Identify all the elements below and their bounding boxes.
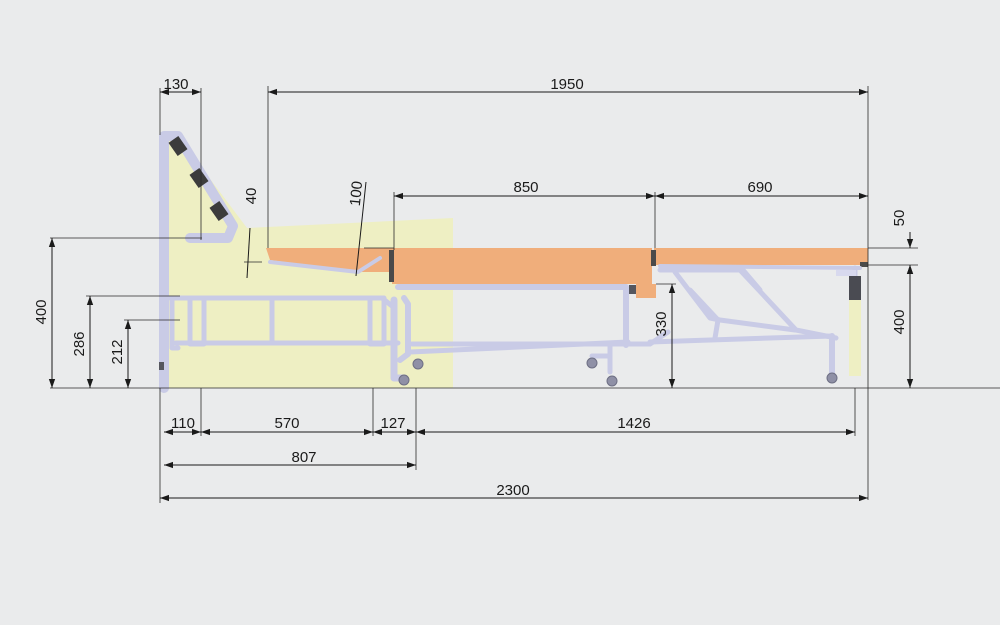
- dim-seat-depth: 570: [274, 415, 299, 432]
- castor-wheels: [398, 357, 838, 387]
- dim-base-height: 212: [109, 339, 126, 364]
- dim-side-offset: 110: [171, 415, 195, 432]
- dim-armrest-width: 130: [163, 76, 188, 93]
- dim-frame-height: 330: [653, 311, 670, 336]
- dim-total-length: 2300: [496, 482, 529, 499]
- dim-extension: 1426: [617, 415, 650, 432]
- dim-wedge: 100: [347, 180, 367, 207]
- dimension-lines: [48, 88, 914, 502]
- dim-bed-length: 1950: [550, 76, 583, 93]
- dim-small-gap: 40: [243, 188, 260, 205]
- dim-bed-height: 400: [891, 309, 908, 334]
- dim-foot-section: 690: [747, 179, 772, 196]
- mattress-edges: [389, 250, 868, 282]
- frame-joints: [159, 270, 861, 376]
- dim-folded-depth: 807: [291, 449, 316, 466]
- extension-lines: [50, 86, 1000, 503]
- backrest-pads: [168, 136, 229, 221]
- dim-backrest-height: 400: [33, 299, 50, 324]
- mattress: [266, 248, 868, 298]
- dim-head-section: 850: [513, 179, 538, 196]
- dim-mattress-thickness: 50: [891, 210, 908, 227]
- dim-seat-height: 286: [71, 331, 88, 356]
- dimension-labels: 130 1950 850 690 40 100 50 400 330 400 2…: [33, 76, 908, 499]
- dim-rail-depth: 127: [380, 415, 405, 432]
